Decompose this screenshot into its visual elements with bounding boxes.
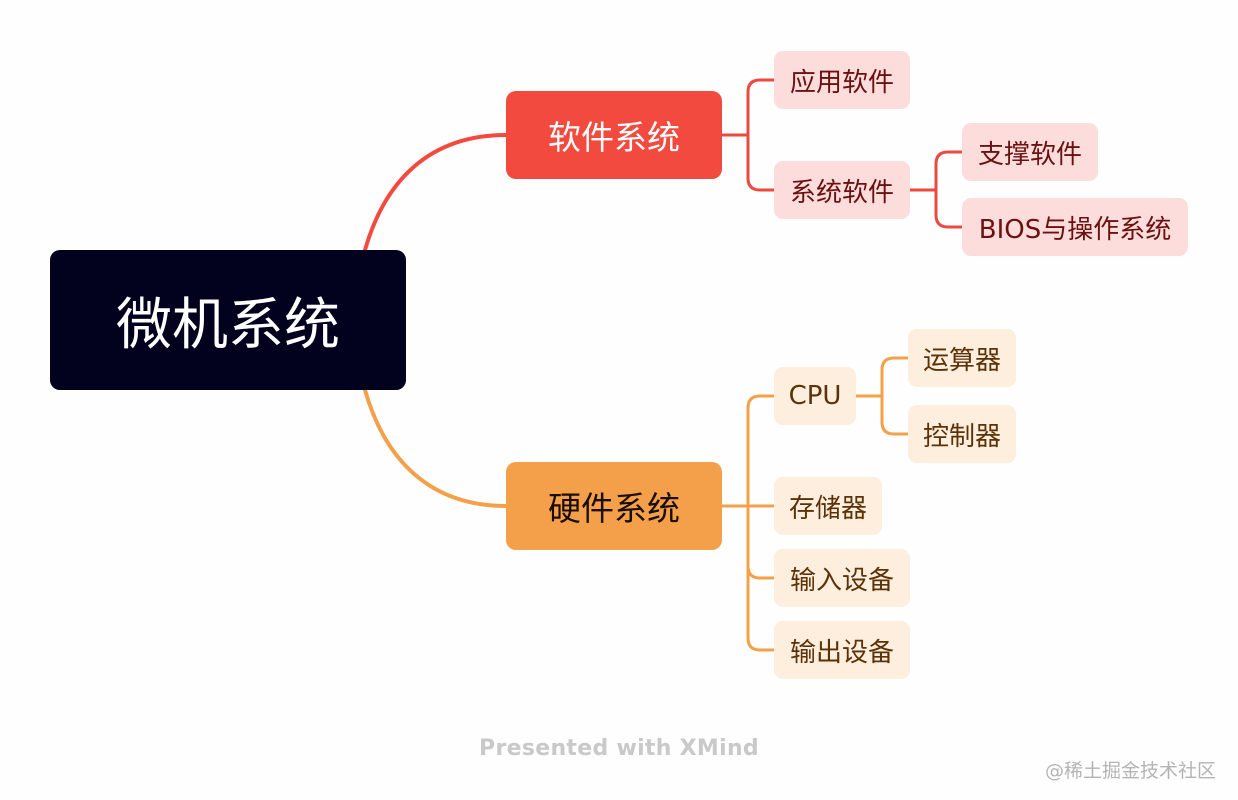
connector-system-support	[908, 150, 964, 192]
topic-hardware-label: 硬件系统	[548, 489, 680, 528]
topic-software-system[interactable]: 软件系统	[506, 91, 722, 179]
connector-cpu-controller	[880, 394, 910, 436]
subtopic-label: CPU	[788, 381, 842, 411]
topic-hardware-system[interactable]: 硬件系统	[506, 462, 722, 550]
subtopic-label: 支撑软件	[977, 139, 1082, 170]
topic-software-label: 软件系统	[548, 118, 680, 157]
subtopic-label: 存储器	[788, 493, 867, 524]
subtopic-bios-and-os[interactable]: BIOS与操作系统	[962, 198, 1188, 256]
root-node-microcomputer-system[interactable]: 微机系统	[50, 250, 406, 390]
subtopic-label: 控制器	[922, 421, 1001, 452]
subtopic-input-devices[interactable]: 输入设备	[774, 549, 910, 607]
subtopic-application-software[interactable]: 应用软件	[774, 51, 910, 109]
subtopic-support-software[interactable]: 支撑软件	[962, 123, 1098, 181]
subtopic-label: 运算器	[922, 345, 1001, 376]
connector-root-hardware	[363, 388, 508, 508]
connector-hardware-cpu	[720, 394, 776, 508]
subtopic-label: 系统软件	[789, 177, 894, 208]
subtopic-label: 输入设备	[789, 565, 894, 596]
juejin-watermark: @稀土掘金技术社区	[1044, 760, 1216, 782]
root-node-label: 微机系统	[116, 292, 340, 358]
subtopic-label: 应用软件	[789, 67, 894, 98]
connector-software-application	[720, 78, 776, 137]
subtopic-controller[interactable]: 控制器	[908, 405, 1016, 463]
subtopic-cpu[interactable]: CPU	[774, 367, 856, 425]
connector-hardware-input	[746, 504, 776, 580]
subtopic-memory[interactable]: 存储器	[774, 477, 882, 535]
subtopic-label: 输出设备	[789, 637, 894, 668]
connector-hardware-output	[746, 564, 776, 652]
connector-system-bios	[934, 188, 964, 229]
subtopic-system-software[interactable]: 系统软件	[774, 161, 910, 219]
subtopic-output-devices[interactable]: 输出设备	[774, 621, 910, 679]
xmind-watermark: Presented with XMind	[479, 736, 759, 761]
subtopic-label: BIOS与操作系统	[978, 214, 1172, 245]
connector-software-system	[746, 133, 776, 192]
connector-cpu-alu	[854, 356, 910, 398]
subtopic-alu[interactable]: 运算器	[908, 329, 1016, 387]
connector-root-software	[363, 133, 508, 252]
